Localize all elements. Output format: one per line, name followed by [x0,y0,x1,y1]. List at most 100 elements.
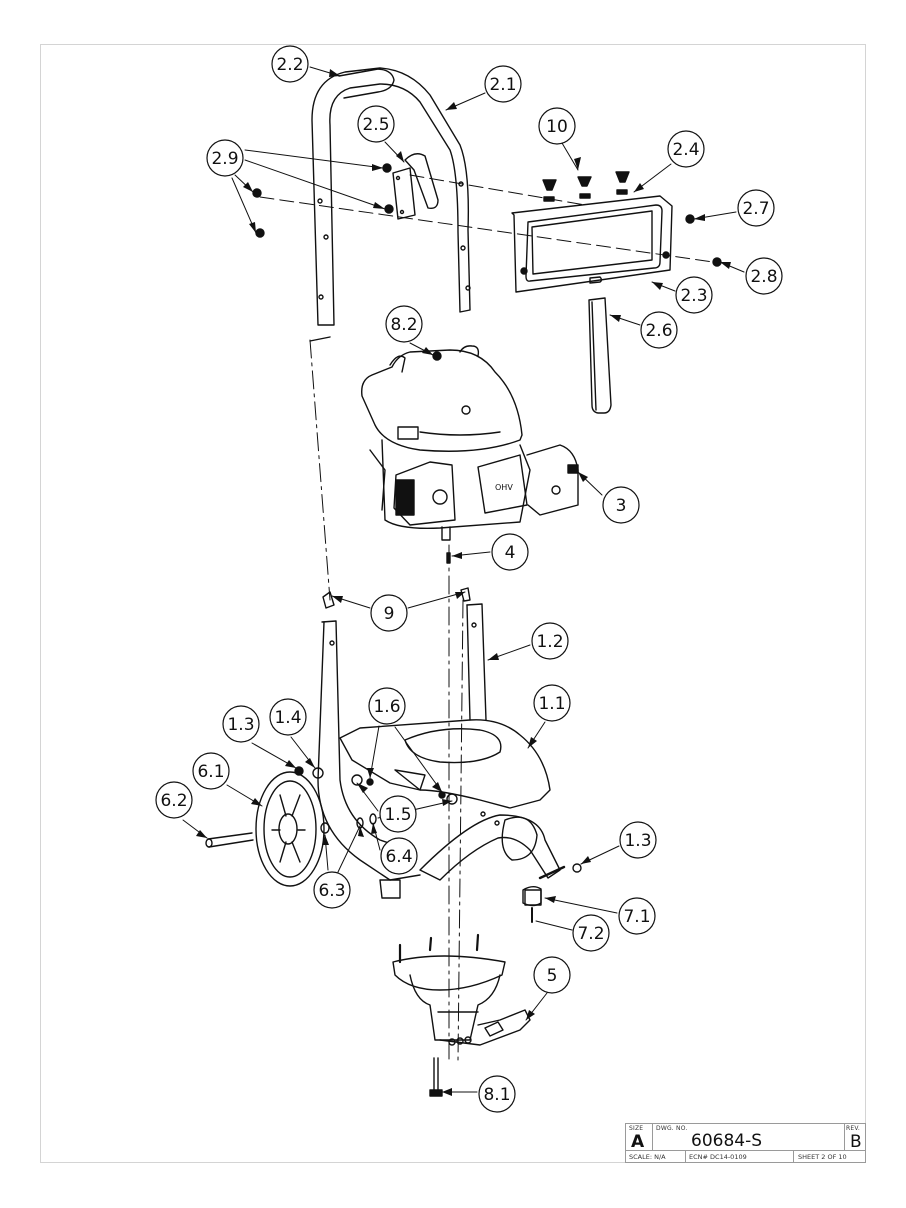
balloon-circle [357,105,395,143]
balloon-circle [572,914,610,952]
callout-balloon-2.5: 2.5 [357,105,395,143]
callout-balloon-3: 3 [602,486,640,524]
svg-text:OHV: OHV [495,483,513,492]
callout-balloon-10: 10 [538,107,576,145]
leader-arrowheads [196,69,731,1096]
revision-label: REV. [846,1125,860,1132]
callout-balloon-6.2: 6.2 [155,781,193,819]
balloon-label: 9 [384,604,395,624]
balloon-circle [533,684,571,722]
balloon-circle [206,139,244,177]
balloon-circle [478,1075,516,1113]
callout-balloon-1.6: 1.6 [368,687,406,725]
callout-balloon-1.3a: 1.3 [222,705,260,743]
balloon-label: 6.4 [385,847,412,867]
callout-balloon-7.1: 7.1 [618,897,656,935]
title-block-top-row: SIZE A DWG. NO. 60684-S REV. B [626,1124,865,1152]
callout-balloon-1.1: 1.1 [533,684,571,722]
balloon-circle [533,956,571,994]
balloon-circle [675,276,713,314]
balloon-circle [602,486,640,524]
callout-balloon-2.7: 2.7 [737,189,775,227]
balloon-circle [484,65,522,103]
balloon-circle [618,897,656,935]
pump-part [392,933,531,1046]
balloon-circle [640,311,678,349]
pump-bolt-part [429,1057,443,1097]
callout-balloon-9: 9 [370,594,408,632]
balloon-label: 2.6 [645,321,672,341]
callout-balloon-6.4: 6.4 [380,837,418,875]
balloon-label: 8.2 [390,315,417,335]
callout-balloon-1.2: 1.2 [531,622,569,660]
drawing-sheet-border [40,44,866,1163]
balloon-label: 1.4 [274,708,301,728]
balloon-label: 2.9 [211,149,238,169]
balloon-circle [745,257,783,295]
balloon-circle [269,698,307,736]
callout-balloon-2.9: 2.9 [206,139,244,177]
balloon-circle [222,705,260,743]
callout-balloon-2.3: 2.3 [675,276,713,314]
fasteners [252,163,722,361]
balloon-label: 2.7 [742,199,769,219]
balloon-circle [667,130,705,168]
engine-part: OHV [361,345,579,541]
balloon-label: 6.1 [197,762,224,782]
wheel-part [255,771,325,887]
rubber-foot-part [522,886,542,923]
scale-cell: SCALE: N/A [626,1151,686,1163]
size-cell: SIZE A [626,1124,653,1152]
balloon-label: 6.2 [160,791,187,811]
sheet-cell: SHEET 2 OF 10 [798,1153,847,1161]
title-block-bottom-row: SCALE: N/A ECN# DC14-0109 SHEET 2 OF 10 [626,1151,865,1163]
balloon-label: 8.1 [483,1085,510,1105]
balloon-label: 4 [505,543,516,563]
balloon-circle [313,871,351,909]
callout-balloon-2.6: 2.6 [640,311,678,349]
balloon-label: 7.1 [623,907,650,927]
balloon-circle [737,189,775,227]
balloon-label: 1.5 [384,805,411,825]
title-block: SIZE A DWG. NO. 60684-S REV. B SCALE: N/… [625,1123,866,1163]
balloon-label: 2.8 [750,267,777,287]
callout-balloon-1.4: 1.4 [269,698,307,736]
balloon-circle [370,594,408,632]
gun-holder-part [588,297,612,414]
callout-balloon-2.1: 2.1 [484,65,522,103]
balloon-label: 2.3 [680,286,707,306]
drawing-number-label: DWG. NO. [656,1125,688,1132]
balloon-label: 3 [616,496,627,516]
callout-balloon-2.4: 2.4 [667,130,705,168]
callout-balloon-8.1: 8.1 [478,1075,516,1113]
balloon-label: 5 [547,966,558,986]
balloon-label: 2.4 [672,140,699,160]
callout-balloons: 2.2 2.1 2.5 10 2.4 2.9 2.7 2.8 2.3 2.6 8.2 3 4 9 1.2 1.… [155,45,783,1113]
revision-cell: REV. B [845,1124,865,1152]
balloon-label: 1.3 [624,831,651,851]
lower-frame-part [317,603,561,906]
hose-holder-bracket-part [392,153,439,220]
revision-value: B [850,1132,862,1152]
balloon-circle [368,687,406,725]
callout-balloon-2.2: 2.2 [271,45,309,83]
balloon-circle [155,781,193,819]
balloon-circle [531,622,569,660]
balloon-circle [491,533,529,571]
balloon-label: 2.5 [362,115,389,135]
callout-balloon-1.5: 1.5 [379,795,417,833]
drawing-number-value: 60684-S [691,1131,763,1151]
balloon-circle [385,305,423,343]
upper-handle-part [309,67,471,342]
wheel-hardware [294,766,582,880]
balloon-circle [379,795,417,833]
balloon-label: 2.1 [489,75,516,95]
callout-balloon-4: 4 [491,533,529,571]
leader-lines [182,66,745,1093]
balloon-circle [380,837,418,875]
balloon-label: 2.2 [276,55,303,75]
size-label: SIZE [629,1125,644,1132]
balloon-label: 7.2 [577,924,604,944]
spray-nozzles-part [542,171,630,202]
balloon-label: 1.3 [227,715,254,735]
